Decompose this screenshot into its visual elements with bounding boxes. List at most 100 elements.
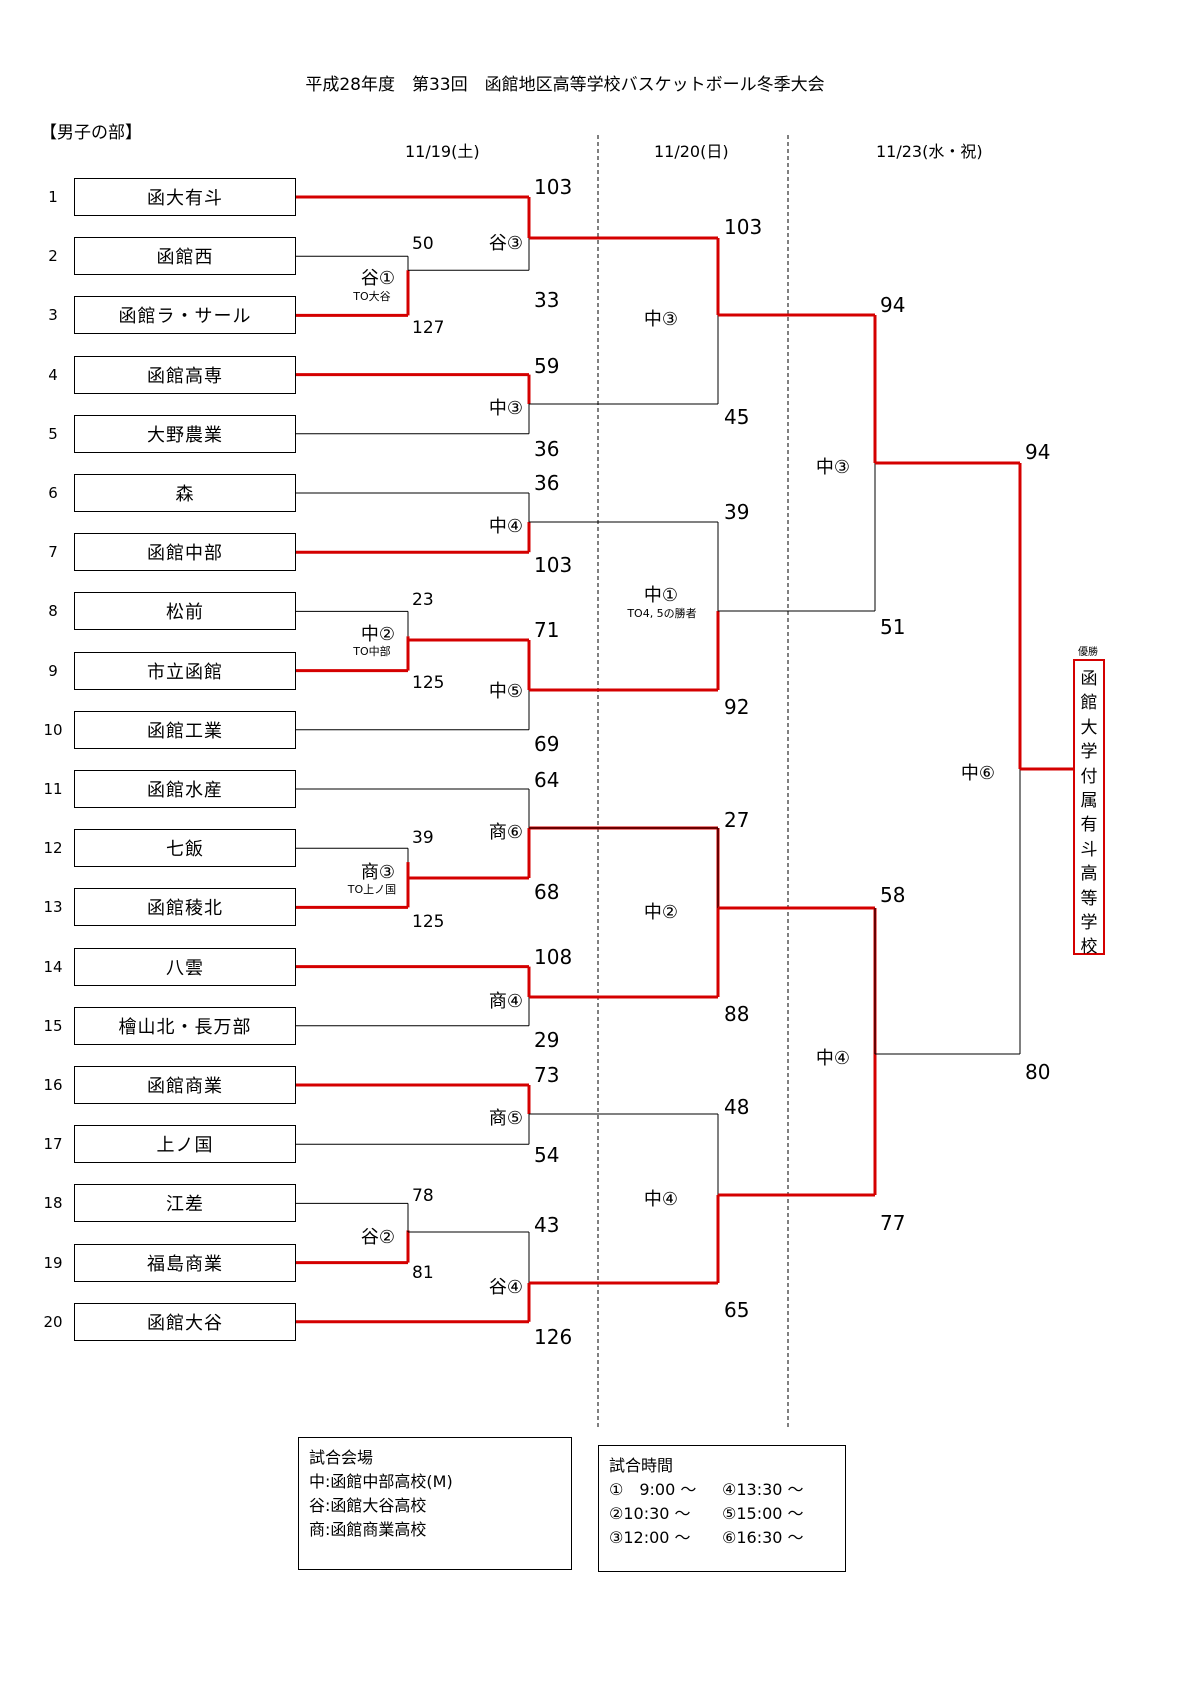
team-box: 福島商業: [74, 1243, 296, 1282]
game-label: 商③: [360, 862, 395, 883]
team-box: 函館大谷: [74, 1302, 296, 1341]
team-box: 江差: [74, 1184, 296, 1223]
seed-number: 11: [43, 780, 63, 798]
seed-number: 19: [43, 1253, 63, 1272]
seed-number: 4: [48, 365, 58, 384]
game-label: 谷②: [360, 1227, 395, 1248]
score-bottom: 103: [534, 553, 573, 577]
time-title: 試合時間: [609, 1456, 674, 1475]
game-label: 中③: [488, 398, 523, 419]
time-row: ③12:00 ～⑥16:30 ～: [609, 1526, 835, 1550]
team-box: 函館稜北: [74, 888, 296, 927]
venue-item: 商:函館商業高校: [309, 1520, 427, 1539]
team-box: 函大有斗: [74, 178, 296, 216]
seed-number: 7: [48, 543, 58, 562]
score-top: 48: [724, 1095, 750, 1119]
game-label: 商⑥: [488, 822, 523, 843]
seed-number: 17: [43, 1135, 63, 1154]
score-bottom: 127: [412, 318, 445, 338]
score-top: 27: [724, 808, 750, 832]
team-box: 函館西: [74, 237, 296, 276]
game-label: 谷③: [488, 233, 523, 254]
team-box: 八雲: [74, 947, 296, 986]
seed-number: 9: [48, 661, 58, 680]
game-note: TO大谷: [353, 290, 391, 303]
score-top: 103: [534, 175, 573, 199]
score-bottom: 65: [724, 1298, 750, 1322]
seed-number: 16: [43, 1076, 63, 1094]
game-label: 中⑥: [960, 763, 995, 784]
time-slot: ⑤15:00 ～: [722, 1504, 804, 1523]
score-bottom: 69: [534, 732, 560, 756]
game-label: 商⑤: [488, 1108, 523, 1129]
score-top: 23: [412, 590, 434, 610]
team-box: 函館高専: [74, 355, 296, 394]
team-box: 七飯: [74, 829, 296, 868]
game-label: 中②: [643, 902, 678, 923]
time-legend: 試合時間 ① 9:00 ～ ④13:30 ～ ②10:30 ～⑤15:00 ～ ③…: [598, 1445, 846, 1572]
venue-item: 谷:函館大谷高校: [309, 1496, 427, 1515]
seed-number: 14: [43, 957, 63, 976]
game-label: 中②: [360, 624, 395, 645]
score-top: 58: [880, 883, 906, 907]
score-bottom: 125: [412, 673, 445, 693]
seed-number: 12: [43, 839, 63, 858]
team-box: 函館中部: [74, 533, 296, 572]
time-row: ②10:30 ～⑤15:00 ～: [609, 1502, 835, 1526]
venue-item: 中:函館中部高校(M): [309, 1472, 453, 1491]
team-box: 函館商業: [74, 1066, 296, 1104]
score-top: 103: [724, 215, 763, 239]
score-top: 71: [534, 618, 560, 642]
team-box: 檜山北・長万部: [74, 1006, 296, 1045]
score-bottom: 126: [534, 1325, 573, 1349]
score-top: 43: [534, 1213, 560, 1237]
team-box: 函館工業: [74, 710, 296, 749]
score-bottom: 45: [724, 405, 750, 429]
score-bottom: 51: [880, 615, 906, 639]
score-bottom: 33: [534, 288, 560, 312]
seed-number: 10: [43, 720, 63, 739]
score-top: 94: [880, 293, 906, 317]
seed-number: 2: [48, 247, 58, 266]
score-bottom: 36: [534, 437, 560, 461]
venue-legend: 試合会場 中:函館中部高校(M) 谷:函館大谷高校 商:函館商業高校: [298, 1437, 572, 1570]
seed-number: 3: [48, 306, 58, 325]
score-top: 108: [534, 945, 573, 969]
game-label: 中④: [488, 516, 523, 537]
date-round-3: 11/23(水・祝): [876, 142, 983, 161]
time-row: ① 9:00 ～ ④13:30 ～: [609, 1478, 835, 1502]
score-bottom: 92: [724, 695, 750, 719]
score-bottom: 81: [412, 1263, 434, 1283]
score-bottom: 77: [880, 1211, 906, 1235]
time-slot: ④13:30 ～: [722, 1480, 804, 1499]
team-box: 森: [74, 474, 296, 512]
game-label: 中⑤: [488, 681, 523, 702]
score-top: 36: [534, 471, 560, 495]
time-slot: ⑥16:30 ～: [722, 1528, 804, 1547]
score-bottom: 125: [412, 912, 445, 932]
score-top: 94: [1025, 440, 1051, 464]
game-label: 中①: [643, 585, 678, 606]
team-box: 大野農業: [74, 414, 296, 453]
seed-number: 18: [43, 1194, 63, 1213]
score-bottom: 80: [1025, 1060, 1051, 1084]
team-box: 松前: [74, 592, 296, 631]
seed-number: 15: [43, 1016, 63, 1035]
game-label: 商④: [488, 991, 523, 1012]
time-slot: ① 9:00 ～: [609, 1480, 697, 1499]
page-title: 平成28年度 第33回 函館地区高等学校バスケットボール冬季大会: [305, 75, 825, 95]
seed-number: 5: [48, 424, 58, 443]
seed-number: 6: [48, 484, 58, 502]
seed-number: 13: [43, 898, 63, 917]
score-top: 39: [412, 828, 434, 848]
score-top: 39: [724, 500, 750, 524]
seed-number: 1: [48, 188, 58, 206]
team-box: 函館水産: [74, 770, 296, 808]
game-label: 中④: [815, 1048, 850, 1069]
team-box: 上ノ国: [74, 1125, 296, 1164]
seed-number: 8: [48, 602, 58, 621]
game-note: TO上ノ国: [347, 883, 397, 896]
score-top: 64: [534, 768, 560, 792]
division-label: 【男子の部】: [40, 123, 142, 143]
